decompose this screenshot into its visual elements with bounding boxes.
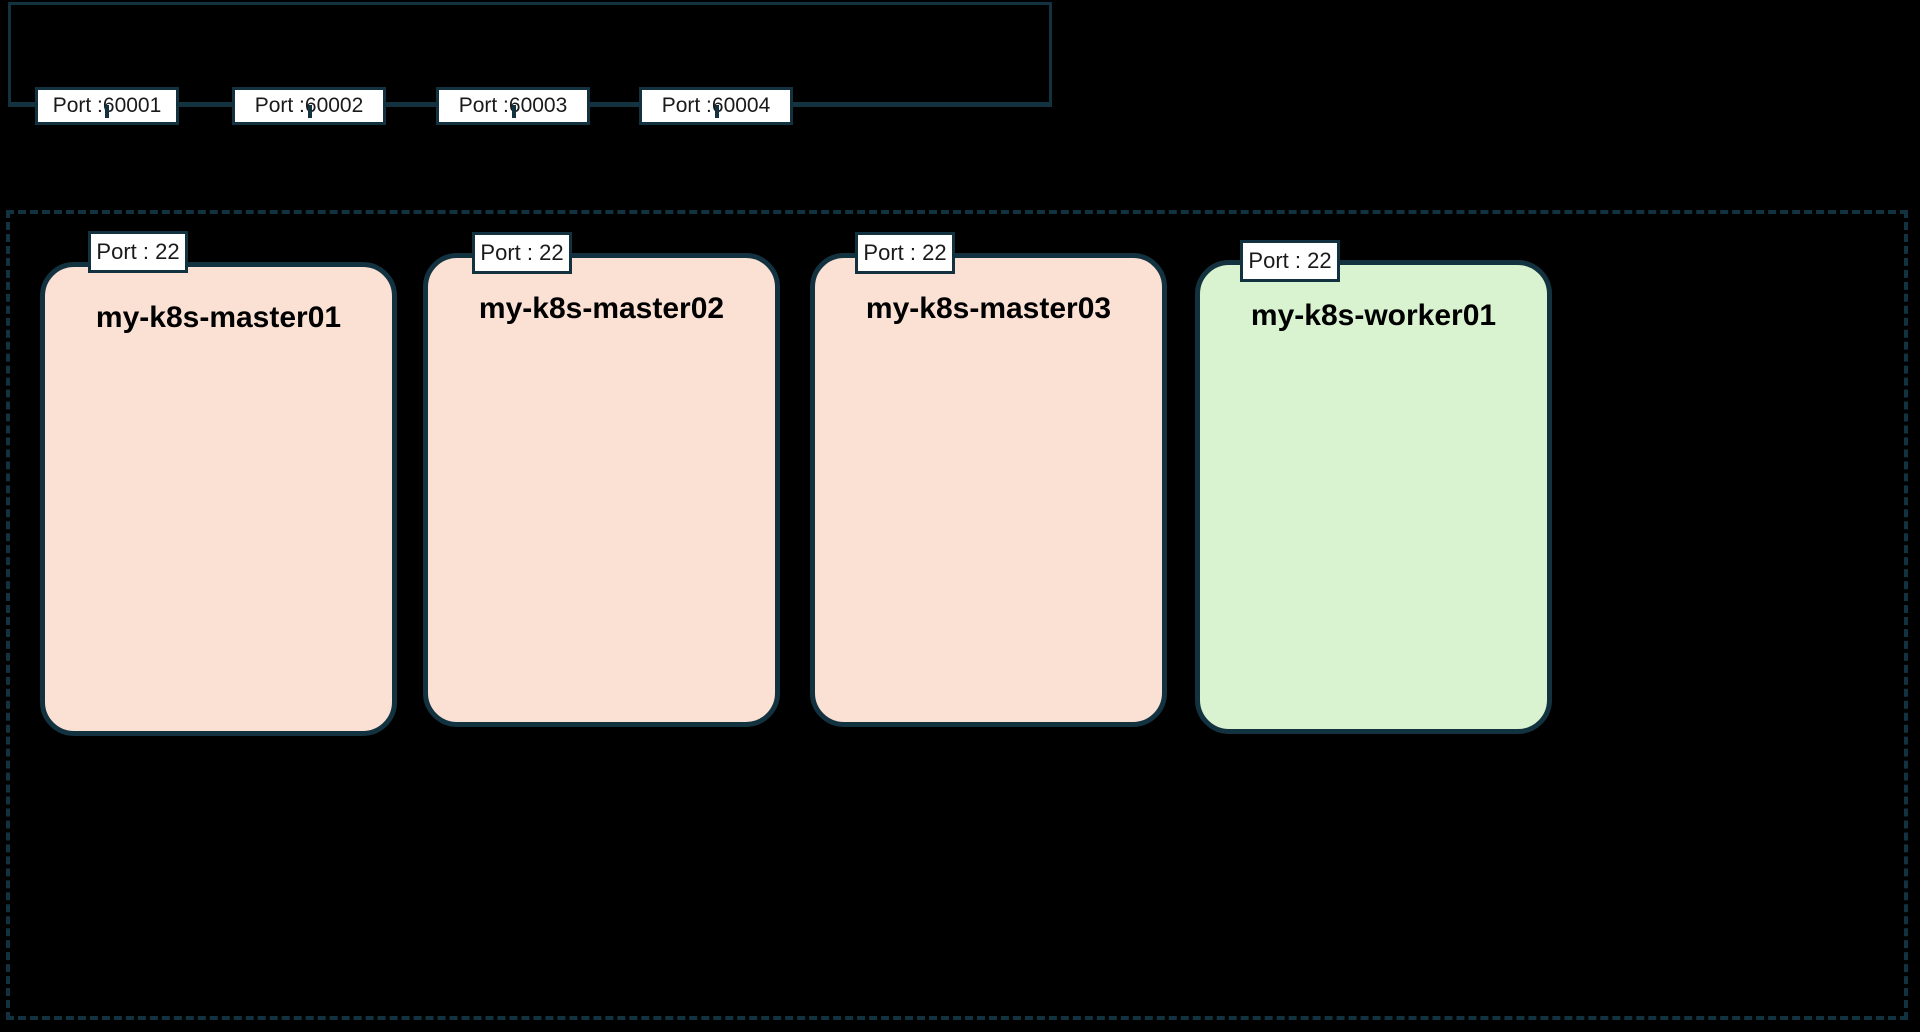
port-tick-60003 [512,105,516,118]
node-port-chip-my-k8s-master02[interactable]: Port : 22 [472,232,572,274]
node-title-my-k8s-master01: my-k8s-master01 [95,301,342,334]
node-port-chip-my-k8s-worker01[interactable]: Port : 22 [1240,240,1340,282]
port-tick-60001 [105,105,109,118]
node-card-my-k8s-master03[interactable]: my-k8s-master03 [810,253,1167,727]
node-title-my-k8s-master03: my-k8s-master03 [865,292,1112,325]
port-tick-60002 [308,105,312,118]
node-title-my-k8s-master02: my-k8s-master02 [478,292,725,325]
cluster-boundary [6,210,1908,1020]
port-tick-60004 [715,105,719,118]
node-card-my-k8s-master02[interactable]: my-k8s-master02 [423,253,780,727]
node-card-my-k8s-worker01[interactable]: my-k8s-worker01 [1195,260,1552,734]
node-title-my-k8s-worker01: my-k8s-worker01 [1250,299,1497,332]
port-chip-60002[interactable]: Port :60002 [232,87,386,125]
node-card-my-k8s-master01[interactable]: my-k8s-master01 [40,262,397,736]
node-port-chip-my-k8s-master01[interactable]: Port : 22 [88,231,188,273]
node-port-chip-my-k8s-master03[interactable]: Port : 22 [855,232,955,274]
